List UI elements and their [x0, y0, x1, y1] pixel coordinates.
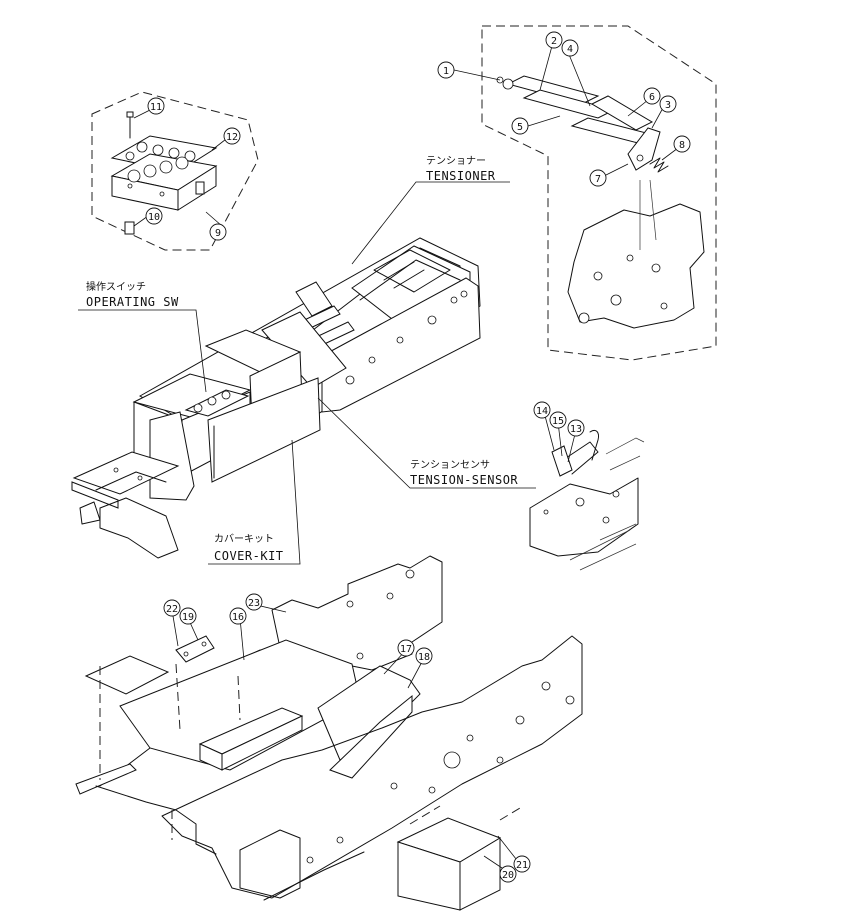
callout-22: 22 [163, 599, 181, 617]
tensioner-jp: テンショナー [426, 155, 486, 167]
callout-13: 13 [567, 419, 585, 437]
tensioner-detail [481, 25, 717, 361]
svg-text:16: 16 [232, 612, 244, 623]
callout-19-upper: 19 [179, 607, 197, 625]
callout-10: 10 [145, 207, 163, 225]
callout-15: 15 [549, 411, 567, 429]
callout-5: 5 [511, 117, 529, 135]
callout-9: 9 [209, 223, 227, 241]
svg-text:11: 11 [150, 102, 162, 113]
svg-text:20: 20 [502, 870, 514, 881]
callout-17: 17 [397, 639, 415, 657]
svg-text:2: 2 [551, 36, 557, 47]
tensioner-en: TENSIONER [426, 169, 496, 183]
svg-text:18: 18 [418, 652, 430, 663]
svg-text:12: 12 [226, 132, 238, 143]
svg-text:7: 7 [595, 174, 601, 185]
label-tension-sensor: テンションセンサ TENSION-SENSOR [410, 459, 518, 487]
callout-6: 6 [643, 87, 661, 105]
svg-text:19: 19 [182, 612, 194, 623]
tension-sensor-en: TENSION-SENSOR [410, 473, 518, 487]
svg-text:17: 17 [400, 644, 412, 655]
callout-23: 23 [245, 593, 263, 611]
callout-3: 3 [659, 95, 677, 113]
operating-sw-en: OPERATING SW [86, 295, 179, 309]
callout-8: 8 [673, 135, 691, 153]
callout-11: 11 [147, 97, 165, 115]
callout-14: 14 [533, 401, 551, 419]
svg-text:1: 1 [443, 66, 449, 77]
lower-frame-exploded [75, 555, 583, 911]
label-tensioner: テンショナー TENSIONER [426, 155, 496, 183]
operating-sw-jp: 操作スイッチ [86, 280, 146, 293]
svg-text:5: 5 [517, 122, 523, 133]
sensor-detail [529, 429, 645, 571]
svg-text:3: 3 [665, 100, 671, 111]
callout-12: 12 [223, 127, 241, 145]
main-assembly [71, 237, 481, 559]
svg-text:4: 4 [567, 44, 573, 55]
callout-20: 20 [499, 865, 517, 883]
svg-text:22: 22 [166, 604, 178, 615]
svg-text:21: 21 [516, 860, 528, 871]
svg-text:8: 8 [679, 140, 685, 151]
svg-text:10: 10 [148, 212, 160, 223]
callout-1: 1 [437, 61, 455, 79]
callout-2: 2 [545, 31, 563, 49]
svg-text:23: 23 [248, 598, 260, 609]
svg-text:13: 13 [570, 424, 582, 435]
cover-kit-en: COVER-KIT [214, 549, 284, 563]
svg-text:6: 6 [649, 92, 655, 103]
svg-text:9: 9 [215, 228, 221, 239]
svg-text:15: 15 [552, 416, 564, 427]
callout-16: 16 [229, 607, 247, 625]
svg-text:14: 14 [536, 406, 548, 417]
tension-sensor-jp: テンションセンサ [410, 459, 490, 471]
callout-18: 18 [415, 647, 433, 665]
cover-kit-jp: カバーキット [214, 533, 274, 545]
label-cover-kit: カバーキット COVER-KIT [214, 533, 284, 563]
callout-7: 7 [589, 169, 607, 187]
label-operating-sw: 操作スイッチ OPERATING SW [86, 280, 179, 309]
callout-4: 4 [561, 39, 579, 57]
callout-21: 21 [513, 855, 531, 873]
switch-kit-detail [91, 91, 259, 251]
